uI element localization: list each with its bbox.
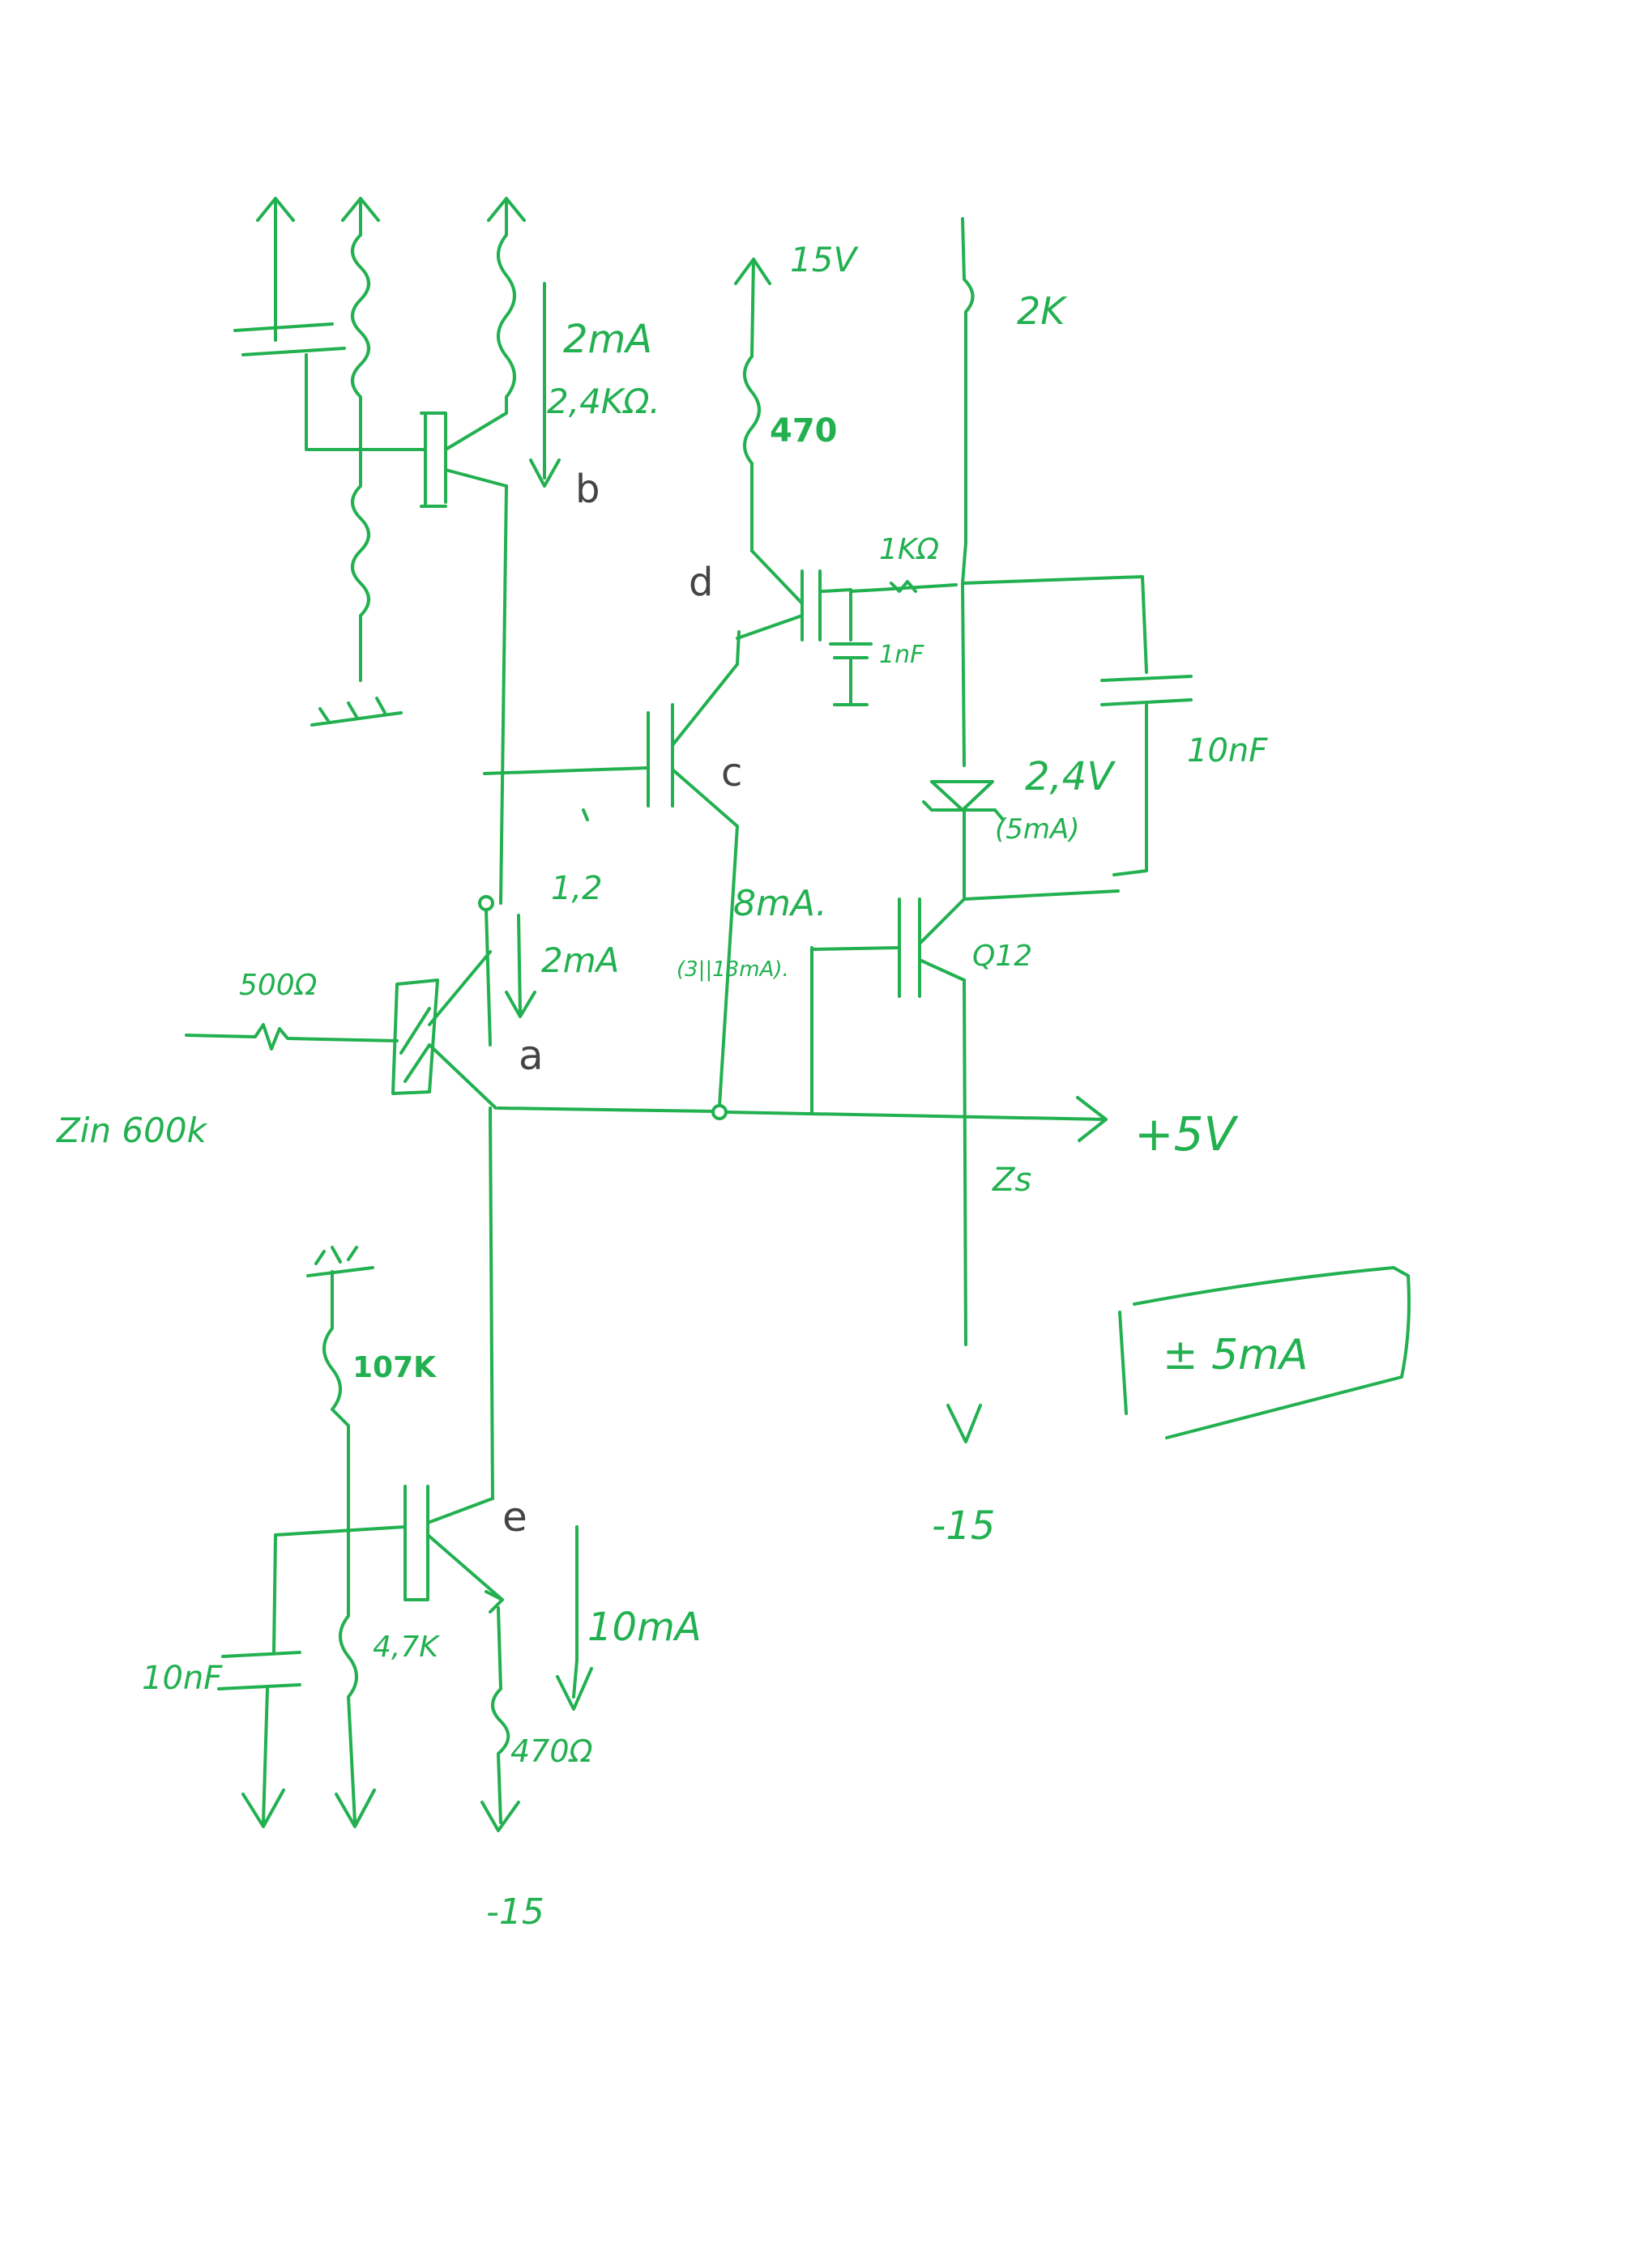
label-res-107k: 107K (352, 1351, 437, 1384)
label-res-47k: 4,7K (373, 1631, 440, 1664)
label-current-10ma: 10mA (587, 1605, 702, 1650)
label-node-d: d (689, 560, 713, 605)
label-supply-neg-bottom: -15 (486, 1891, 544, 1933)
label-res-470-bottom: 470Ω (510, 1733, 593, 1769)
label-current-2ma: 2mA (541, 940, 619, 980)
label-res-470-top: 470 (770, 412, 838, 450)
top-right-section (734, 217, 1193, 1443)
label-zin: Zin 600k (56, 1111, 208, 1150)
label-output-voltage: +5V (1134, 1106, 1239, 1162)
label-node-e: e (502, 1494, 527, 1541)
label-res-2k: 2K (1017, 289, 1068, 333)
transistor-c (483, 630, 741, 828)
label-node-b: b (575, 467, 600, 512)
label-cap-10nf-left: 10nF (142, 1660, 223, 1697)
label-cap-10nf-right: 10nF (1187, 732, 1268, 770)
input-transistor-a (185, 950, 497, 1500)
label-node-a: a (519, 1032, 544, 1079)
boxed-current-frame (1118, 1266, 1411, 1439)
label-zener-current: (5mA) (995, 813, 1080, 846)
label-cap-1nf: 1nF (879, 641, 924, 669)
label-current-8ma: 8mA. (733, 883, 827, 924)
label-zs: Zs (992, 1162, 1031, 1199)
label-q12: Q12 (972, 940, 1032, 973)
label-res-500: 500Ω (239, 969, 318, 1002)
label-boxed-current: ± 5mA (1163, 1331, 1308, 1379)
label-top-resistor: 2,4KΩ. (547, 382, 660, 421)
label-current-1-2: 1,2 (551, 870, 603, 907)
top-left-bias-network (233, 197, 561, 905)
label-current-split: (3||13mA). (677, 957, 789, 982)
label-zener-voltage: 2,4V (1025, 754, 1116, 799)
label-res-1k: 1KΩ (879, 533, 940, 566)
bottom-current-source (217, 1246, 593, 1832)
label-top-current: 2mA (563, 317, 652, 362)
label-supply-neg-right: -15 (932, 1503, 995, 1549)
node-wiring (478, 825, 1108, 1142)
label-supply-pos: 15V (790, 240, 859, 279)
label-node-c: c (721, 750, 742, 795)
